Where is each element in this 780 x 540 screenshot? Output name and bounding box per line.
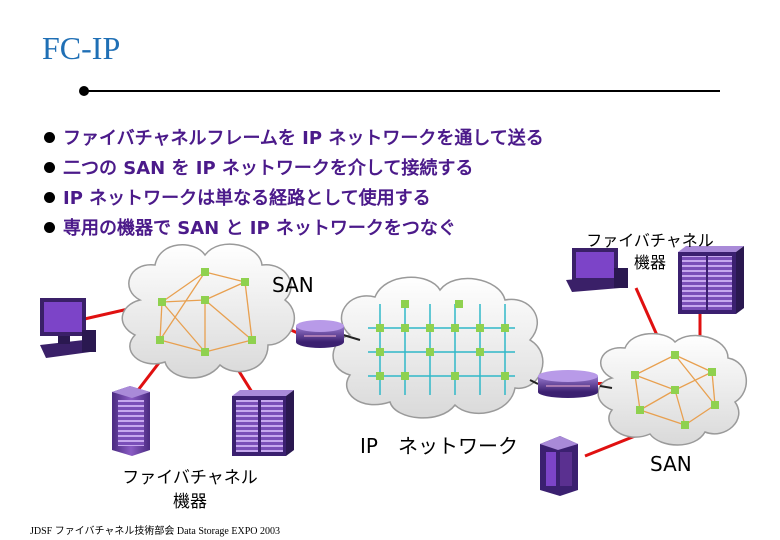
fc-device-label-left: ファイバチャネル 機器: [110, 466, 270, 514]
bullet-item: 二つの SAN を IP ネットワークを介して接続する: [44, 154, 544, 184]
fc-device-label-left-line1: ファイバチャネル: [122, 468, 258, 488]
slide-title: FC-IP: [42, 30, 121, 66]
tower-server: [540, 436, 578, 496]
san-cloud-left: [121, 243, 296, 379]
ip-network-label: IP ネットワーク: [360, 434, 518, 458]
footer-credit: JDSF ファイバチャネル技術部会 Data Storage EXPO 2003: [30, 526, 280, 537]
bullet-dot-icon: [44, 162, 55, 173]
fc-device-label-left-line2: 機器: [173, 492, 207, 512]
bullet-item: IP ネットワークは単なる経路として使用する: [44, 184, 544, 214]
san-right-label: SAN: [650, 452, 692, 476]
bullet-dot-icon: [44, 132, 55, 143]
san-left-label: SAN: [272, 273, 314, 297]
workstation-right: [566, 248, 628, 292]
title-rule: [84, 90, 720, 92]
storage-rack-left-1: [112, 386, 150, 456]
fc-device-label-right-line1: ファイバチャネル: [586, 231, 714, 250]
bullet-item: 専用の機器で SAN と IP ネットワークをつなぐ: [44, 214, 544, 244]
bullet-dot-icon: [44, 222, 55, 233]
workstation-left: [40, 298, 96, 358]
bullet-item: ファイバチャネルフレームを IP ネットワークを通して送る: [44, 124, 544, 154]
san-cloud-right: [597, 332, 748, 446]
ip-network-cloud: [332, 276, 544, 419]
bullet-text: IP ネットワークは単なる経路として使用する: [63, 188, 431, 209]
bullet-dot-icon: [44, 192, 55, 203]
fc-device-label-right: ファイバチャネル 機器: [570, 230, 730, 274]
bullet-text: ファイバチャネルフレームを IP ネットワークを通して送る: [63, 128, 544, 149]
fcip-router-right: [538, 370, 598, 398]
storage-rack-left-2: [232, 390, 294, 456]
bullet-text: 専用の機器で SAN と IP ネットワークをつなぐ: [63, 218, 456, 239]
fc-device-label-right-line2: 機器: [633, 253, 666, 272]
storage-rack-right: [678, 246, 744, 314]
bullet-text: 二つの SAN を IP ネットワークを介して接続する: [63, 158, 474, 179]
bullet-list: ファイバチャネルフレームを IP ネットワークを通して送る 二つの SAN を …: [44, 124, 544, 244]
fcip-router-left: [296, 320, 344, 348]
